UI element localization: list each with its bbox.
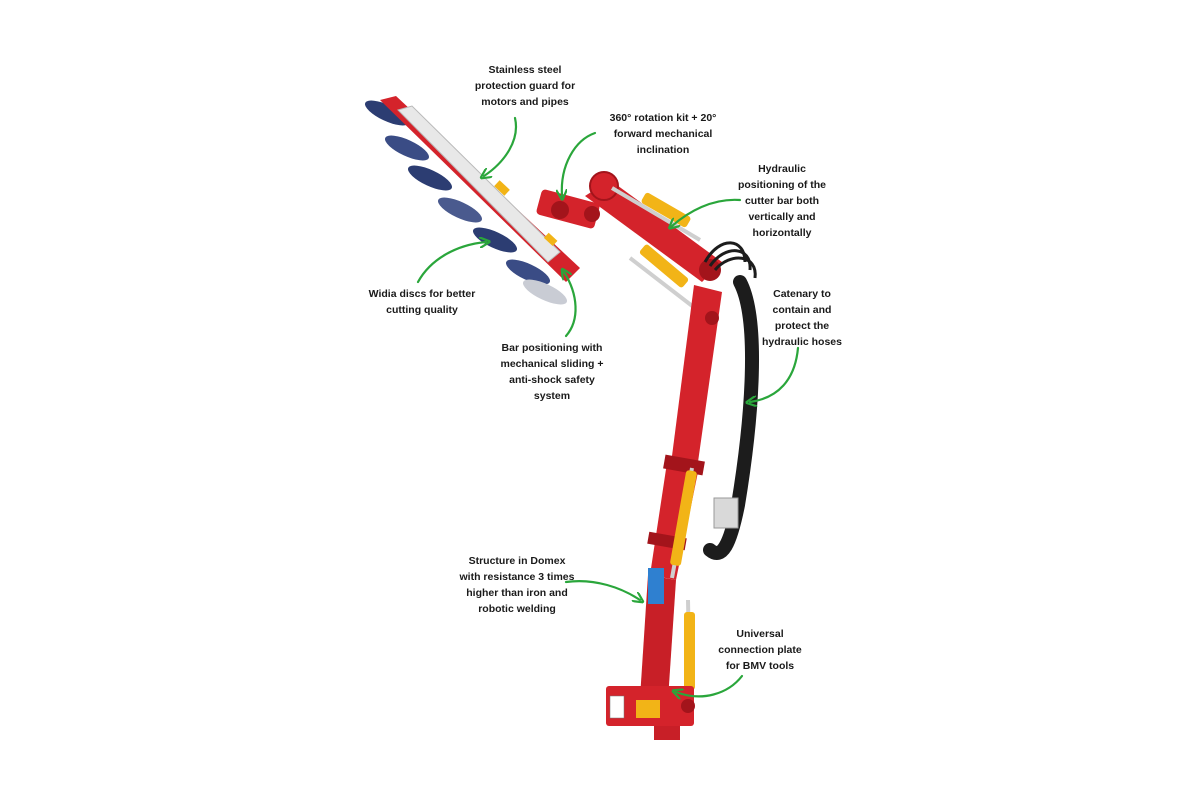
arrow-structure [564,580,640,600]
cutter-bar [380,96,580,282]
upper-arm [585,171,722,282]
annotation-guard: Stainless steel protection guard for mot… [474,64,576,108]
cutter-disc [364,100,410,126]
annotation-sliding: Bar positioning with mechanical sliding … [500,342,604,402]
main-column [640,285,722,700]
arrow-discs [416,242,486,284]
annotation-discs: Widia discs for better cutting quality [368,288,476,316]
arrow-sliding [564,272,577,338]
cutter-disc [384,135,430,161]
hydraulic-hoses [703,241,757,279]
arrow-catenary [750,346,800,402]
catenary-bracket [713,497,739,529]
annotation-plate: Universal connection plate for BMV tools [718,628,802,672]
arrow-guard [484,116,518,176]
arrow-plate [676,674,744,696]
annotation-structure: Structure in Domex with resistance 3 tim… [459,555,575,615]
arrow-rotation [562,131,597,196]
cutter-disc [522,279,568,305]
annotation-catenary: Catenary to contain and protect the hydr… [762,288,842,348]
cutter-disc [437,197,483,223]
cutter-disc [472,227,518,253]
catenary-chain [703,275,760,560]
cutter-disc [505,259,551,285]
arrow-hydraulic [672,198,742,226]
cutter-discs [364,100,568,305]
annotation-rotation: 360° rotation kit + 20° forward mechanic… [609,112,717,156]
cutter-disc [407,165,453,191]
lower-cylinders [670,467,697,701]
annotation-hydraulic: Hydraulic positioning of the cutter bar … [737,163,827,239]
rotation-head [536,189,600,229]
